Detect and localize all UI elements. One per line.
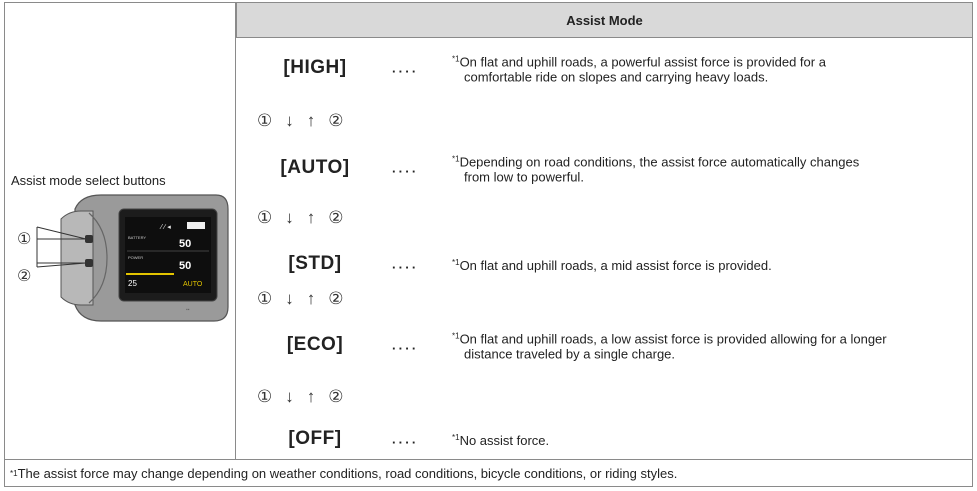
assist-buttons-caption: Assist mode select buttons [11, 173, 166, 188]
leader-dots: .... [392, 160, 419, 176]
assist-mode-header: Assist Mode [236, 3, 972, 38]
speed-value: 25 [128, 279, 137, 288]
mode-label-eco: [ECO] [286, 334, 344, 355]
device-column: Assist mode select buttons ⁄ ∕ ◂ BATTERY… [5, 3, 236, 459]
power-label: POWER [128, 255, 143, 260]
mode-description-off: *1No assist force. [452, 432, 550, 449]
mode-row-eco: [ECO] .... *1On flat and uphill roads, a… [237, 325, 972, 365]
button-2-symbol: ② [328, 387, 344, 406]
battery-label: BATTERY [128, 235, 146, 240]
mode-description-std: *1On flat and uphill roads, a mid assist… [452, 257, 772, 274]
mode-description-eco: *1On flat and uphill roads, a low assist… [452, 331, 887, 362]
leader-dots: .... [392, 337, 419, 353]
arrow-up-icon: ↑ [306, 208, 316, 227]
mode-row-auto: [AUTO] .... *1Depending on road conditio… [237, 148, 972, 188]
leader-dots: .... [392, 256, 419, 272]
mode-switch-arrows-3: ① ↓ ↑ ② [257, 286, 344, 312]
arrow-up-icon: ↑ [306, 387, 316, 406]
button-1-symbol: ① [257, 111, 273, 130]
button-1-symbol: ① [257, 289, 273, 308]
display-unit-illustration: ⁄ ∕ ◂ BATTERY 50 POWER 50 25 AUTO ▪▪ ① ② [17, 194, 229, 322]
mode-button-1 [85, 235, 93, 243]
callout-1: ① [17, 229, 31, 248]
mode-row-off: [OFF] .... *1No assist force. [237, 419, 972, 459]
mode-switch-arrows-4: ① ↓ ↑ ② [257, 384, 344, 410]
arrow-up-icon: ↑ [306, 289, 316, 308]
callout-2: ② [17, 266, 31, 285]
mode-button-2 [85, 259, 93, 267]
button-1-symbol: ① [257, 387, 273, 406]
mode-row-high: [HIGH] .... *1On flat and uphill roads, … [237, 48, 972, 88]
button-2-symbol: ② [328, 111, 344, 130]
arrow-down-icon: ↓ [285, 387, 294, 406]
svg-text:▪▪: ▪▪ [186, 307, 190, 313]
footnote-text: The assist force may change depending on… [17, 465, 678, 481]
arrow-down-icon: ↓ [285, 111, 294, 130]
button-2-symbol: ② [328, 208, 344, 227]
button-1-symbol: ① [257, 208, 273, 227]
mode-indicator: AUTO [183, 281, 203, 288]
mode-label-std: [STD] [288, 253, 342, 274]
assist-mode-table: Assist mode select buttons ⁄ ∕ ◂ BATTERY… [4, 2, 973, 487]
mode-row-std: [STD] .... *1On flat and uphill roads, a… [237, 244, 972, 284]
mode-label-off: [OFF] [288, 428, 342, 449]
footnote-mark: *1 [10, 468, 18, 478]
power-value: 50 [179, 238, 191, 250]
arrow-down-icon: ↓ [285, 289, 294, 308]
mode-description-auto: *1Depending on road conditions, the assi… [452, 154, 860, 185]
mode-description-high: *1On flat and uphill roads, a powerful a… [452, 54, 826, 85]
leader-dots: .... [392, 60, 419, 76]
leader-dots: .... [392, 431, 419, 447]
mode-label-high: [HIGH] [283, 57, 347, 78]
mode-label-auto: [AUTO] [280, 157, 350, 178]
arrow-up-icon: ↑ [306, 111, 316, 130]
assist-value: 50 [179, 260, 191, 272]
svg-text:⁄ ∕ ◂: ⁄ ∕ ◂ [159, 224, 171, 231]
mode-switch-arrows-2: ① ↓ ↑ ② [257, 205, 344, 231]
button-2-symbol: ② [328, 289, 344, 308]
arrow-down-icon: ↓ [285, 208, 294, 227]
mode-switch-arrows-1: ① ↓ ↑ ② [257, 108, 344, 134]
footnote: *1 The assist force may change depending… [5, 459, 972, 486]
